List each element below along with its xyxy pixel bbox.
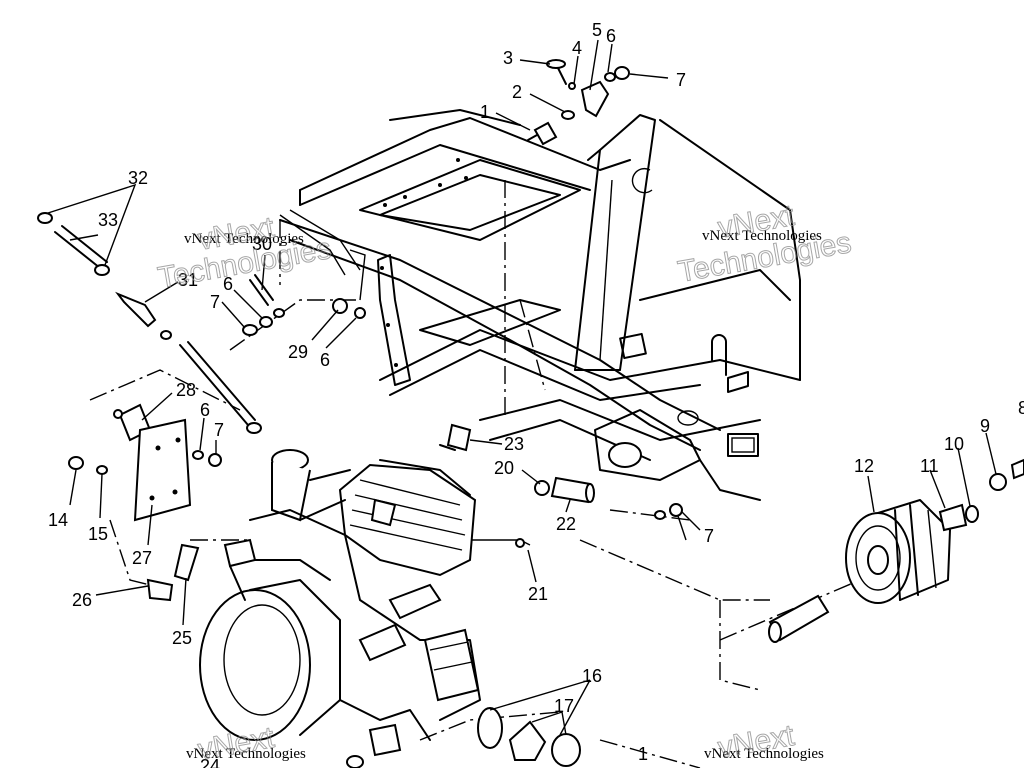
callout-7-top: 7	[676, 70, 686, 90]
callout-6-left-upper: 6	[223, 274, 233, 294]
callout-17: 17	[554, 696, 574, 716]
callout-1-bottom: 1	[638, 744, 648, 764]
callout-15: 15	[88, 524, 108, 544]
callout-14: 14	[48, 510, 68, 530]
callout-21: 21	[528, 584, 548, 604]
callout-8: 8	[1018, 398, 1024, 418]
callout-7-left-lower: 7	[214, 420, 224, 440]
callout-labels: 1 2 3 4 5 6 6 6 6 7 7 7 7 8 9 10 11 12 1…	[48, 20, 1024, 768]
callout-23: 23	[504, 434, 524, 454]
callout-16: 16	[582, 666, 602, 686]
callout-24: 24	[200, 756, 220, 768]
engine-assembly	[199, 449, 481, 768]
callout-20: 20	[494, 458, 514, 478]
callout-7-left-upper: 7	[210, 292, 220, 312]
hardware-parts	[37, 59, 1024, 767]
callout-27: 27	[132, 548, 152, 568]
callout-33: 33	[98, 210, 118, 230]
callout-6-left-lower: 6	[200, 400, 210, 420]
callout-29: 29	[288, 342, 308, 362]
callout-30: 30	[252, 234, 272, 254]
watermark-small-right: vNext Technologies	[702, 228, 822, 244]
callout-12: 12	[854, 456, 874, 476]
callout-31: 31	[178, 270, 198, 290]
callout-22: 22	[556, 514, 576, 534]
callout-11: 11	[920, 456, 939, 476]
callout-10: 10	[944, 434, 964, 454]
callout-2: 2	[512, 82, 522, 102]
callout-1: 1	[480, 102, 490, 122]
callout-6-top: 6	[606, 26, 616, 46]
callout-25: 25	[172, 628, 192, 648]
callout-28: 28	[176, 380, 196, 400]
callout-7-right: 7	[704, 526, 714, 546]
watermark-small-bottom-left: vNext Technologies	[186, 746, 306, 762]
drive-clutch	[845, 499, 951, 604]
callout-6-frame: 6	[320, 350, 330, 370]
watermark-small-left: vNext Technologies	[184, 231, 304, 247]
callout-3: 3	[503, 48, 513, 68]
callout-5: 5	[592, 20, 602, 40]
callout-26: 26	[72, 590, 92, 610]
frame-assembly	[279, 109, 801, 501]
watermark-small-bottom-right: vNext Technologies	[704, 746, 824, 762]
callout-32: 32	[128, 168, 148, 188]
callout-4: 4	[572, 38, 582, 58]
callout-9: 9	[980, 416, 990, 436]
leader-lines	[47, 39, 997, 736]
